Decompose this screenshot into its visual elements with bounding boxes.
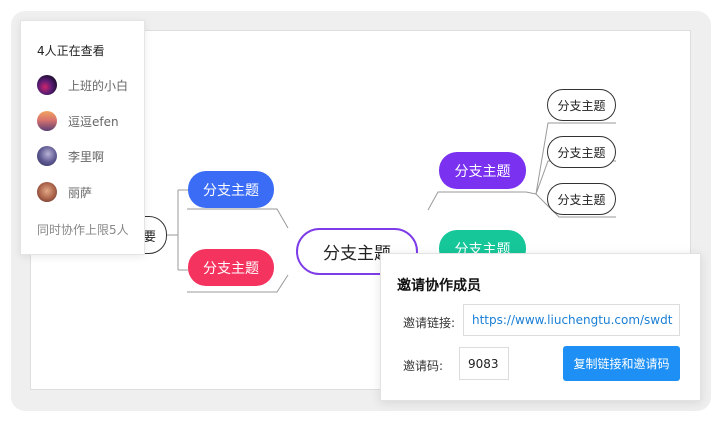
left-branch-topic-2[interactable]: 分支主题 xyxy=(188,249,274,286)
viewer-item: 上班的小白 xyxy=(37,74,128,96)
left-branch-topic-1[interactable]: 分支主题 xyxy=(188,171,274,208)
viewer-name: 逗逗efen xyxy=(68,114,119,129)
invite-link-label: 邀请链接: xyxy=(403,316,456,330)
connector-root-to-left xyxy=(166,189,188,271)
invite-link-field[interactable]: https://www.liuchengtu.com/swdt xyxy=(463,304,680,336)
viewer-name: 上班的小白 xyxy=(68,78,129,93)
viewer-item: 李里啊 xyxy=(37,145,104,167)
viewer-item: 丽萨 xyxy=(37,181,92,203)
online-viewers-panel: 4人正在查看 上班的小白 逗逗efen 李里啊 丽萨 同时协作上限5人 xyxy=(20,20,145,255)
invite-code-label: 邀请码: xyxy=(403,359,444,373)
leaf-topic-2[interactable]: 分支主题 xyxy=(547,136,616,168)
invite-dialog-title: 邀请协作成员 xyxy=(397,278,481,294)
avatar xyxy=(37,111,57,131)
connector-left-bottom-underline xyxy=(187,274,289,293)
avatar xyxy=(37,75,57,95)
invite-code-field[interactable]: 9083 xyxy=(459,347,509,380)
leaf-topic-3[interactable]: 分支主题 xyxy=(547,183,616,215)
avatar xyxy=(37,146,57,166)
avatar xyxy=(37,182,57,202)
connector-right-top xyxy=(427,191,526,211)
viewer-name: 李里啊 xyxy=(68,149,105,164)
connector-right-top-to-leaves xyxy=(525,122,616,218)
viewer-name: 丽萨 xyxy=(68,185,93,200)
leaf-topic-1[interactable]: 分支主题 xyxy=(547,89,616,121)
collab-limit-text: 同时协作上限5人 xyxy=(37,223,129,237)
connector-left-top-underline xyxy=(187,208,289,229)
copy-link-and-code-button[interactable]: 复制链接和邀请码 xyxy=(563,346,680,381)
invite-members-dialog: 邀请协作成员 邀请链接: https://www.liuchengtu.com/… xyxy=(380,253,701,401)
viewers-title: 4人正在查看 xyxy=(37,44,105,58)
viewer-item: 逗逗efen xyxy=(37,110,119,132)
right-branch-topic-1[interactable]: 分支主题 xyxy=(439,152,526,189)
